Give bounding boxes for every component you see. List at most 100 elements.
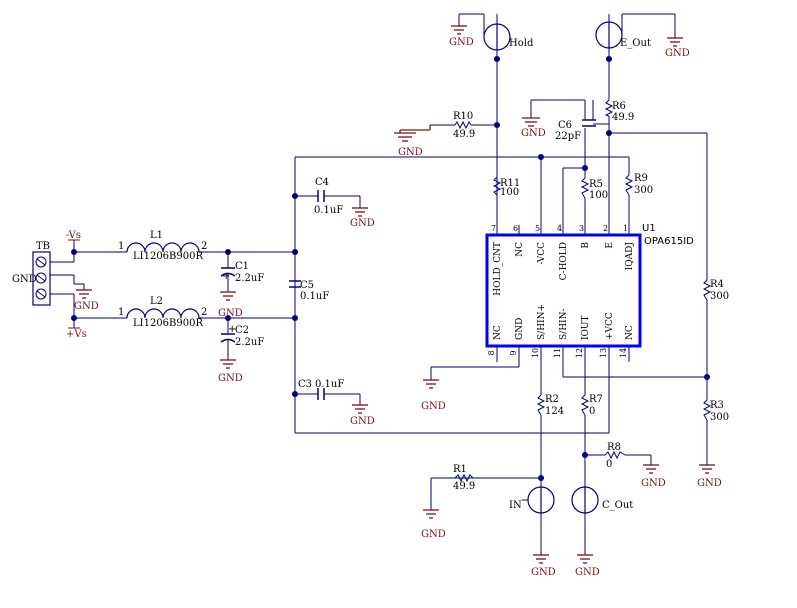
r9-value: 300 (634, 185, 653, 196)
capacitors (220, 119, 596, 400)
ic-pin-name: NC (515, 242, 525, 257)
power-symbols (68, 239, 80, 329)
ic-pin-name: IQADJ (625, 242, 635, 271)
gnd-r3 (699, 464, 715, 474)
gnd-hold (451, 25, 467, 35)
ic-pin-number: 4 (557, 224, 562, 233)
l2-body (126, 308, 202, 319)
r7-value: 0 (589, 406, 595, 417)
gnd-r1 (423, 509, 439, 519)
r6-body (604, 99, 614, 117)
l1-pin2: 2 (201, 241, 207, 252)
c1-plus: + (222, 271, 230, 282)
c6-value: 22pF (555, 131, 581, 142)
gnd-cout (577, 554, 593, 564)
c2-ref: C2 (235, 325, 249, 336)
ic-ref: U1 (642, 223, 656, 234)
r5-body (580, 177, 590, 199)
c2-plus: + (228, 324, 236, 335)
gnd-label-c3: GND (350, 416, 375, 427)
gnd-c3 (352, 404, 368, 414)
junctions (71, 56, 710, 481)
gnd-label-eout: GND (665, 48, 690, 59)
r9-ref: R9 (634, 173, 648, 184)
l1-value: LI1206B900R (133, 251, 203, 262)
gnd-label-c6: GND (521, 128, 546, 139)
r6-value: 49.9 (612, 112, 634, 123)
r3-body (702, 399, 712, 421)
r1-ref: R1 (453, 464, 467, 475)
in-label: IN (509, 500, 522, 511)
ic-pin-number: 11 (553, 348, 562, 358)
ground-symbols (76, 25, 715, 564)
pos-vs-label: +Vs (66, 329, 87, 340)
ic-pin-name: -VCC (537, 242, 547, 265)
gnd-tb (76, 289, 92, 299)
tb-gnd-label: GND (12, 274, 37, 285)
r1-value: 49.9 (453, 481, 475, 492)
c5-ref: C5 (300, 280, 314, 291)
r10-body (454, 120, 472, 130)
gnd-label-hold: GND (449, 37, 474, 48)
c3-value: 0.1uF (315, 379, 344, 390)
gnd-label-pin9: GND (421, 401, 446, 412)
gnd-in (533, 554, 549, 564)
labels: U1 OPA615ID Hold E_Out IN C_Out TB R10 4… (12, 37, 729, 578)
ic-pin-name: S/HIN+ (537, 304, 547, 340)
ic-pin-name: NC (625, 325, 635, 340)
ic-pin-number: 6 (513, 224, 518, 233)
r4-ref: R4 (710, 279, 724, 290)
ic-pin-number: 10 (531, 348, 540, 358)
r9-body (624, 174, 634, 196)
ic-pin-name: IOUT (581, 315, 591, 340)
r2-ref: R2 (545, 394, 559, 405)
ic-part: OPA615ID (644, 236, 694, 247)
r10-ref: R10 (453, 111, 473, 122)
r11-value: 100 (500, 187, 519, 198)
r4-body (702, 279, 712, 301)
gnd-label-tb: GND (74, 301, 99, 312)
gnd-r10 (394, 125, 431, 142)
c-out-label: C_Out (602, 500, 633, 511)
gnd-label-r3: GND (697, 478, 722, 489)
gnd-label-c2: GND (218, 373, 243, 384)
gnd-label-c4: GND (350, 218, 375, 229)
ic-pin-number: 9 (509, 350, 518, 355)
ic-pin-name: S/HIN- (559, 308, 569, 340)
l2-value: LI1206B900R (133, 318, 203, 329)
gnd-c1 (220, 291, 236, 301)
gnd-eout (667, 37, 683, 47)
ic-pin-number: 3 (579, 224, 584, 233)
wires (44, 13, 708, 555)
c1-value: 2.2uF (235, 273, 264, 284)
l1-body (126, 242, 202, 253)
r5-value: 100 (589, 190, 608, 201)
gnd-label-in: GND (531, 567, 556, 578)
r8-ref: R8 (607, 442, 621, 453)
ic-pin-number: 7 (491, 224, 496, 233)
l2-pin1: 1 (118, 307, 124, 318)
r7-ref: R7 (589, 394, 603, 405)
ic-pin-number: 1 (623, 224, 628, 233)
gnd-pin9 (423, 379, 439, 389)
ic-pin-number: 12 (575, 348, 584, 358)
e-out-label: E_Out (620, 38, 651, 49)
gnd-label-r8: GND (641, 478, 666, 489)
r1-body (454, 473, 474, 483)
c4-ref: C4 (315, 177, 329, 188)
r6-ref: R6 (612, 101, 626, 112)
r11-ref: R11 (500, 178, 520, 189)
gnd-c2 (220, 359, 236, 369)
resistors (454, 99, 712, 483)
tb-label: TB (36, 241, 50, 252)
ic-pin-name: C-HOLD (559, 242, 569, 280)
ic-pin-number: 14 (619, 348, 628, 358)
r8-value: 0 (606, 459, 612, 470)
gnd-c4 (352, 207, 368, 217)
terminal-block (32, 251, 51, 306)
r3-ref: R3 (710, 400, 724, 411)
ic-pin-name: NC (493, 325, 503, 340)
c2-value: 2.2uF (235, 337, 264, 348)
ic-pin-name: HOLD_CNT (493, 242, 503, 296)
